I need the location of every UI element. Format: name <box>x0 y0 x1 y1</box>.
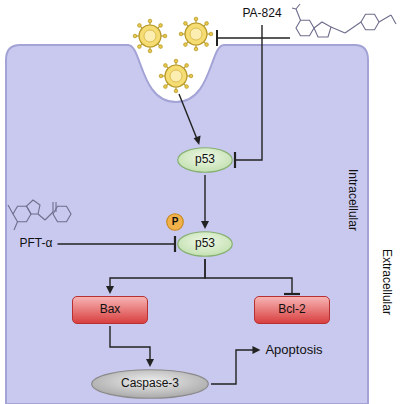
protein-ellipse: p53 <box>177 147 233 173</box>
activation-arrow <box>204 175 205 223</box>
region-label: Extracellular <box>379 249 393 315</box>
inhibition-line <box>57 243 175 244</box>
arrowhead <box>106 286 114 294</box>
node-text: p53 <box>195 237 215 251</box>
arrowhead <box>201 221 209 229</box>
pft-alpha-structure <box>8 200 71 230</box>
enzyme-ellipse: Caspase-3 <box>91 369 209 399</box>
arrowhead <box>146 359 154 367</box>
node-text: PFT-α <box>20 237 53 251</box>
inhibition-bar <box>216 30 218 46</box>
inhibition-bar <box>174 236 176 252</box>
pa824-structure <box>292 4 396 37</box>
node-outline <box>178 148 233 173</box>
node-outline <box>178 232 233 257</box>
virus-particle <box>159 59 193 93</box>
inhibition-bar <box>234 152 236 168</box>
inhibition-line <box>235 25 262 160</box>
protein-box: Bax <box>72 296 148 324</box>
arrowhead <box>252 346 260 354</box>
inhibition-line <box>218 37 290 38</box>
arrowhead <box>194 136 201 145</box>
node-outline <box>92 370 209 399</box>
node-text: Caspase-3 <box>121 377 179 391</box>
activation-arrow <box>211 350 254 384</box>
inhibition-bar <box>284 293 300 295</box>
cell-membrane <box>6 45 368 404</box>
node-text: Bax <box>100 303 121 317</box>
protein-box: Bcl-2 <box>254 296 330 324</box>
region-label: Intracellular <box>345 169 359 231</box>
activation-arrow <box>110 326 150 361</box>
node-text: p53 <box>195 153 215 167</box>
virus-particle <box>133 19 167 53</box>
node-text: Apoptosis <box>265 343 322 358</box>
outcome-label: Apoptosis <box>262 341 325 360</box>
node-text: P <box>172 216 179 228</box>
activation-arrow <box>110 259 205 288</box>
node-text: Bcl-2 <box>278 303 305 317</box>
virus-particle <box>179 17 213 51</box>
node-text: PA-824 <box>242 7 281 21</box>
protein-ellipse: p53 <box>177 231 233 257</box>
drug-label: PFT-α <box>17 235 56 253</box>
activation-line <box>179 94 197 139</box>
inhibition-line <box>205 259 292 294</box>
drug-label: PA-824 <box>239 5 284 23</box>
phosphate-circle: P <box>166 213 184 231</box>
node-outline <box>167 214 184 231</box>
